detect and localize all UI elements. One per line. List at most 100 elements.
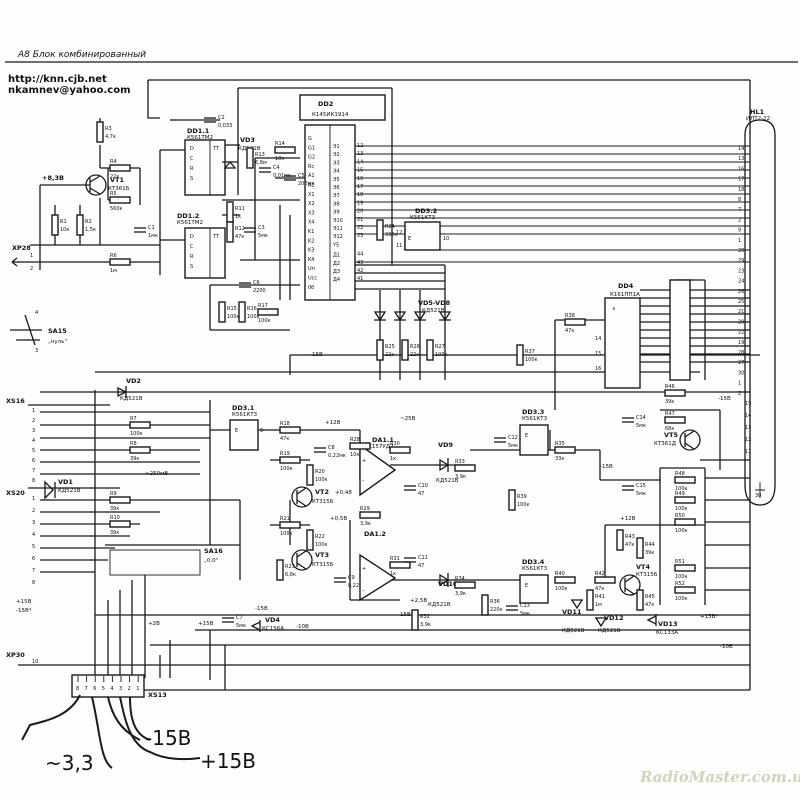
dd2-pin-right: Э11 xyxy=(333,226,343,232)
resistor-value: 1к xyxy=(235,214,241,220)
connector-xp28: XP28 1 2 xyxy=(11,244,33,272)
transistor-vt5: VT5 КТ361Д xyxy=(654,429,701,451)
dd2-pin-number: 18 xyxy=(357,192,363,198)
dd2-pin-number: 22 xyxy=(357,225,363,231)
resistor-value: 47к xyxy=(280,436,289,442)
resistor-value: 100к xyxy=(280,466,293,472)
resistor-value: 47к xyxy=(235,234,244,240)
svg-text:VD12: VD12 xyxy=(604,614,623,622)
resistor-name: R43 xyxy=(625,534,635,540)
svg-text:3: 3 xyxy=(35,348,38,354)
xs16-pin: 5 xyxy=(32,448,35,454)
svg-text:S: S xyxy=(190,176,193,182)
svg-text:~25В: ~25В xyxy=(400,416,416,422)
dd2-pin-left: K2 xyxy=(308,238,314,244)
dd2-pin-left: K4 xyxy=(308,257,314,263)
hl1-pin-number: 21 xyxy=(738,309,744,315)
svg-text:К561КТ3: К561КТ3 xyxy=(410,215,436,221)
resistor-name: R42 xyxy=(595,571,605,577)
capacitor-value: 0,033 xyxy=(218,123,232,129)
resistor-value: 100к xyxy=(130,431,143,437)
hl1-pin-number: 28 xyxy=(738,248,744,254)
resistor-value: 47к xyxy=(595,586,604,592)
resistor-name: R17 xyxy=(258,303,268,309)
svg-text:R: R xyxy=(190,166,194,172)
xs13-pin: 4 xyxy=(110,686,113,692)
resistor-name: R34 xyxy=(455,576,465,582)
resistor-name: R41 xyxy=(595,594,605,600)
resistor-value: 100к xyxy=(247,314,260,320)
svg-text:+0,48: +0,48 xyxy=(335,490,352,496)
dd2-pin-left: X1 xyxy=(308,192,315,198)
resistor-name: R6 xyxy=(110,253,117,259)
hl1-pin-number-right: 14 xyxy=(745,413,751,419)
svg-text:9: 9 xyxy=(260,428,263,434)
resistor-r3: R34,7к xyxy=(96,121,116,143)
chip-da1-1: DA1.1 К157УД2 + – xyxy=(359,436,397,497)
svg-text:КД521В: КД521В xyxy=(562,628,585,634)
resistor-value: 22к xyxy=(110,174,119,180)
svg-text:КТ315Б: КТ315Б xyxy=(312,562,334,568)
resistor-value: 6,8к xyxy=(285,572,296,578)
capacitor-name: C6 xyxy=(253,280,260,286)
svg-text:XS13: XS13 xyxy=(148,691,167,699)
resistor-value: 10к xyxy=(60,227,69,233)
resistor-name: R4 xyxy=(110,159,117,165)
svg-text:DD3.2: DD3.2 xyxy=(415,207,437,215)
svg-text:КД521В: КД521В xyxy=(422,308,445,314)
capacitor-value: 47 xyxy=(418,491,424,497)
svg-text:КД521В: КД521В xyxy=(436,478,459,484)
dd2-pin-right: Э5 xyxy=(333,177,340,183)
dd2-pin-left: K1 xyxy=(308,229,314,235)
resistor-value: 100к xyxy=(675,486,688,492)
resistor-name: R21 xyxy=(280,516,290,522)
resistor-value: 39к xyxy=(110,506,119,512)
note-pos: +15В xyxy=(200,749,256,773)
resistor-value: 1,5к xyxy=(85,227,96,233)
svg-text:14: 14 xyxy=(595,336,601,342)
dd2-pin-number: 15 xyxy=(357,168,363,174)
dd2-pin-left: 0б xyxy=(308,285,314,291)
hl1-pin-number: 27 xyxy=(738,360,744,366)
svg-text:КТ361Б: КТ361Б xyxy=(108,186,130,192)
svg-text:-15В: -15В xyxy=(718,396,731,402)
dd2-pin-right: Э1 xyxy=(333,144,340,150)
svg-text:12: 12 xyxy=(396,230,402,236)
dd2-pin-number: 14 xyxy=(357,159,363,165)
svg-text:∧: ∧ xyxy=(612,306,616,312)
dd2-pin-left: A2 xyxy=(308,183,315,189)
xs20-pin: 2 xyxy=(32,508,35,514)
resistor-name: R46 xyxy=(665,384,675,390)
handwritten-notes: ~3,3 -15В +15В xyxy=(21,694,256,775)
resistor-name: R3 xyxy=(105,126,112,132)
resistor-value: 100к xyxy=(315,542,328,548)
svg-text:16: 16 xyxy=(595,366,601,372)
resistor-value: 39к xyxy=(645,550,654,556)
watermark: RadioMaster.com.ua xyxy=(639,768,800,786)
svg-text:-15В*: -15В* xyxy=(16,608,32,614)
hl1-pin-number-right: 15 xyxy=(745,401,751,407)
svg-text:DD1.1: DD1.1 xyxy=(187,127,210,135)
switch-sa15: SA15 „нуль" 4 3 xyxy=(10,310,67,354)
hl1-pin-number: 20 xyxy=(738,319,744,325)
svg-text:К561КТ3: К561КТ3 xyxy=(522,566,548,572)
capacitor-name: C14 xyxy=(636,415,646,421)
hl1-pin-number: 26 xyxy=(738,289,744,295)
dd2-pin-left: X3 xyxy=(308,210,315,216)
svg-text:КД521В: КД521В xyxy=(58,488,81,494)
xs13-pin: 1 xyxy=(136,686,139,692)
